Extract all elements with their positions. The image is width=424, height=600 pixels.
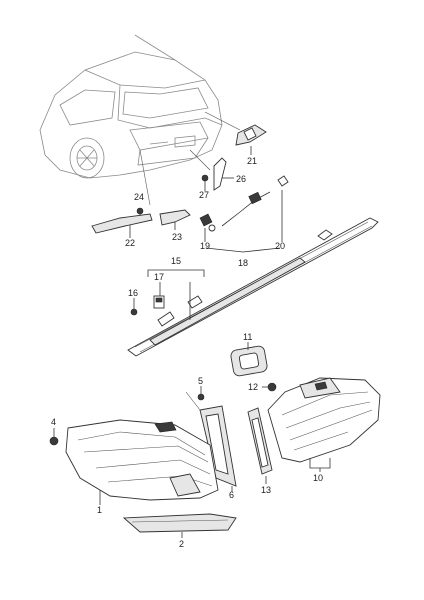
callout-27: 27 [199, 190, 209, 200]
callout-19: 19 [200, 241, 210, 251]
part-13-seal [247, 407, 273, 484]
light-bar-strip [127, 217, 379, 357]
part-17-bracket [147, 269, 205, 320]
part-4-nut [49, 428, 59, 446]
callout-5: 5 [198, 376, 203, 386]
callout-13: 13 [261, 485, 271, 495]
part-23-reflector [159, 209, 191, 230]
callout-labels: 21 26 27 24 22 23 19 20 18 15 17 16 11 1… [51, 156, 323, 549]
callout-4: 4 [51, 417, 56, 427]
callout-17: 17 [154, 272, 164, 282]
callout-15: 15 [171, 256, 181, 266]
part-10-inner-lamp [267, 377, 381, 472]
callout-21: 21 [247, 156, 257, 166]
callout-6: 6 [229, 490, 234, 500]
part-26-trim [213, 157, 234, 191]
callout-24: 24 [134, 192, 144, 202]
part-12-nut [262, 382, 277, 392]
callout-12: 12 [248, 382, 258, 392]
callout-2: 2 [179, 539, 184, 549]
part-5-screw [197, 386, 205, 401]
callout-10: 10 [313, 473, 323, 483]
callout-22: 22 [125, 238, 135, 248]
callout-20: 20 [275, 241, 285, 251]
part-21-bracket [235, 124, 267, 155]
part-2-strip [122, 513, 237, 538]
part-22-reflector [91, 213, 153, 238]
callout-18: 18 [238, 258, 248, 268]
callout-11: 11 [243, 332, 252, 342]
callout-26: 26 [236, 174, 246, 184]
vehicle-outline [39, 34, 223, 179]
part-27-screw [201, 174, 209, 191]
part-6-bracket [185, 391, 237, 492]
part-1-tail-lamp [65, 419, 219, 505]
part-11-gasket [230, 342, 268, 377]
callout-23: 23 [172, 232, 182, 242]
wiring-harness [199, 175, 289, 253]
callout-1: 1 [97, 505, 102, 515]
part-16-screw [130, 298, 138, 316]
callout-16: 16 [128, 288, 138, 298]
